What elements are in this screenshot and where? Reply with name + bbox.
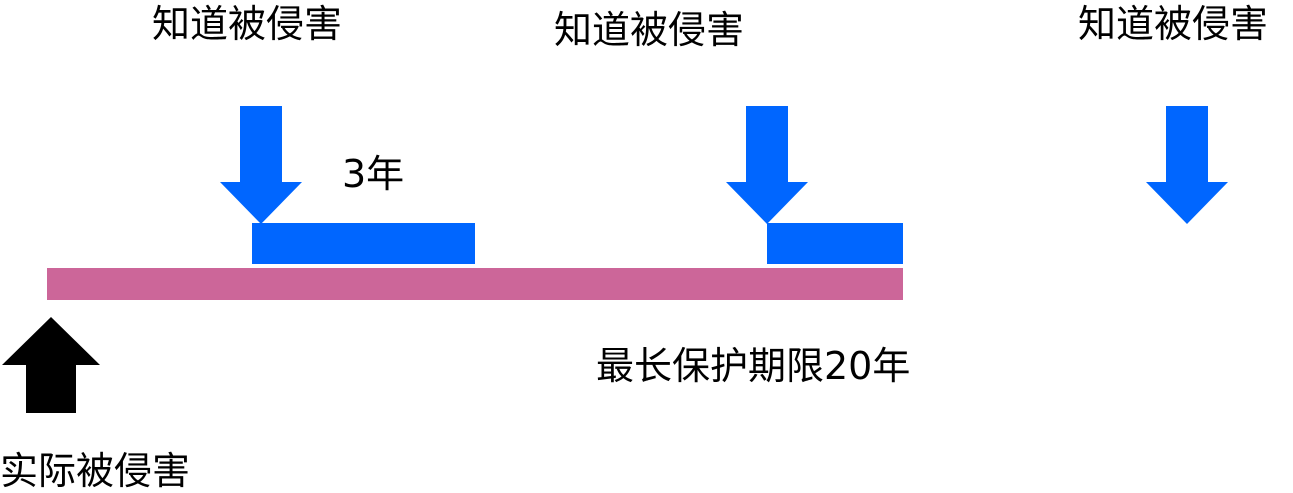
arrow-down-shape-2: [726, 106, 808, 224]
max-period-label: 最长保护期限20年: [596, 344, 911, 388]
arrow-down-icon-3: [1146, 106, 1228, 224]
arrow-up-icon: [2, 317, 100, 413]
three-year-bar-2: [767, 223, 903, 264]
arrow-down-icon-1: [220, 106, 302, 224]
arrow-down-icon-2: [726, 106, 808, 224]
period-label: 3年: [342, 152, 405, 196]
arrow-up-shape: [2, 317, 100, 413]
three-year-bar-1: [252, 223, 475, 264]
know-label-1: 知道被侵害: [152, 2, 343, 46]
arrow-down-shape-3: [1146, 106, 1228, 224]
know-label-2: 知道被侵害: [554, 8, 745, 52]
max-protection-bar: [47, 268, 903, 300]
actual-label: 实际被侵害: [0, 449, 191, 493]
know-label-3: 知道被侵害: [1078, 2, 1269, 46]
arrow-down-shape-1: [220, 106, 302, 224]
